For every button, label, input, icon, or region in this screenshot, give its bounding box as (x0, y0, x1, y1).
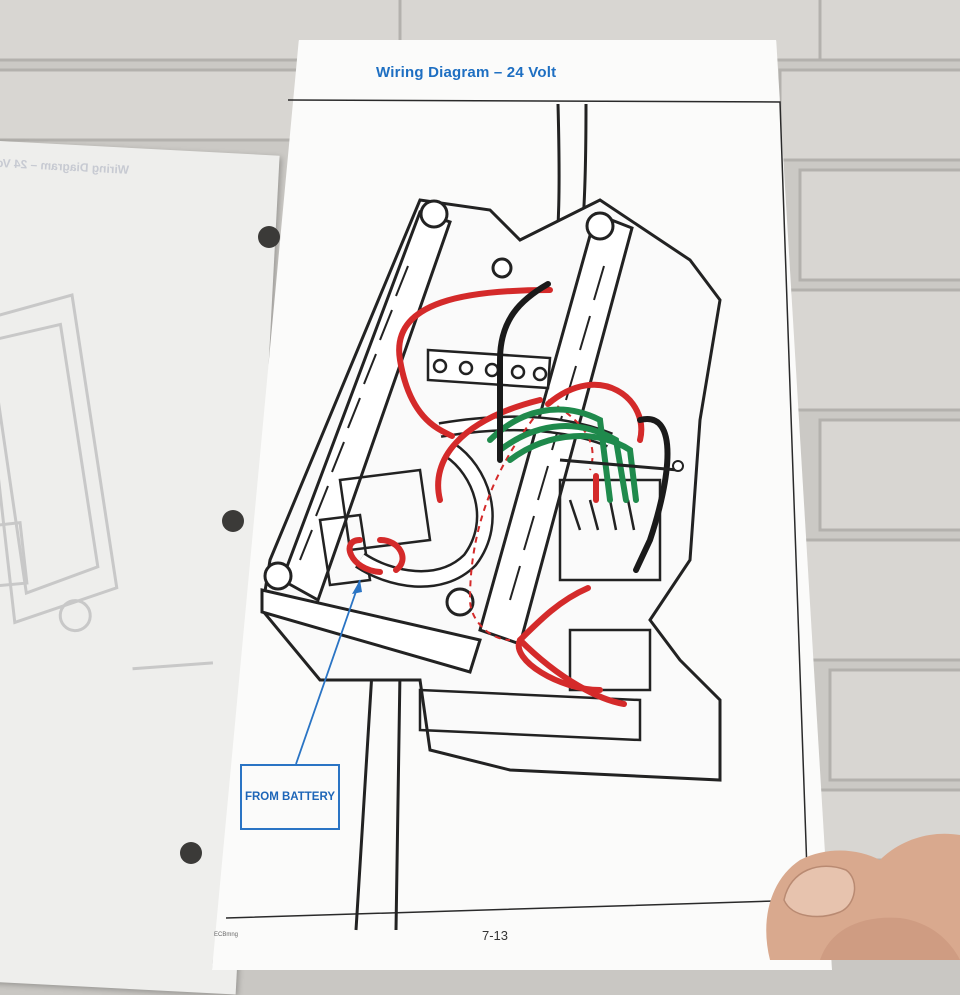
punch-hole-2 (222, 510, 244, 532)
left-page-ghost-illustration (0, 293, 214, 671)
page-title: Wiring Diagram – 24 Volt (376, 64, 557, 81)
left-page: Wiring Diagram – 24 Volt (0, 140, 280, 995)
from-battery-label: FROM BATTERY (244, 791, 336, 803)
hand-holding-page (766, 833, 960, 960)
wiring-diagram-illustration (225, 99, 809, 931)
punch-hole-3 (180, 842, 202, 864)
page-number: 7-13 (482, 928, 509, 943)
footer-mark: ECBmng (214, 932, 239, 938)
punch-hole-1 (258, 226, 280, 248)
from-battery-callout: FROM BATTERY (240, 764, 340, 830)
